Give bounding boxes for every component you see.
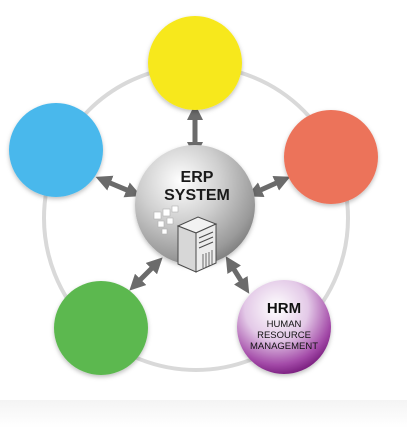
hrm-line-human: HUMAN bbox=[267, 319, 302, 330]
hrm-circle bbox=[237, 280, 331, 374]
yellow-node bbox=[148, 16, 242, 110]
orange-node bbox=[284, 110, 378, 204]
erp-center-circle bbox=[135, 145, 255, 265]
erp-title-line2: SYSTEM bbox=[164, 187, 230, 204]
server-icon bbox=[153, 205, 218, 273]
hrm-title: HRM bbox=[267, 300, 301, 317]
blue-node bbox=[9, 103, 103, 197]
arrow-orange bbox=[246, 175, 291, 198]
hrm-line-management: MANAGEMENT bbox=[250, 341, 318, 352]
hrm-line-resource: RESOURCE bbox=[257, 330, 311, 341]
arrow-hrm bbox=[225, 256, 250, 294]
connector-arrows bbox=[95, 103, 291, 294]
erp-title-line1: ERP bbox=[181, 169, 214, 186]
arrow-green bbox=[129, 257, 163, 291]
green-node bbox=[54, 281, 148, 375]
erp-center-node: ERP SYSTEM bbox=[135, 145, 255, 273]
arrow-blue bbox=[95, 175, 142, 198]
hrm-node: HRM HUMAN RESOURCE MANAGEMENT bbox=[237, 280, 331, 374]
floor-shadow bbox=[0, 400, 407, 428]
